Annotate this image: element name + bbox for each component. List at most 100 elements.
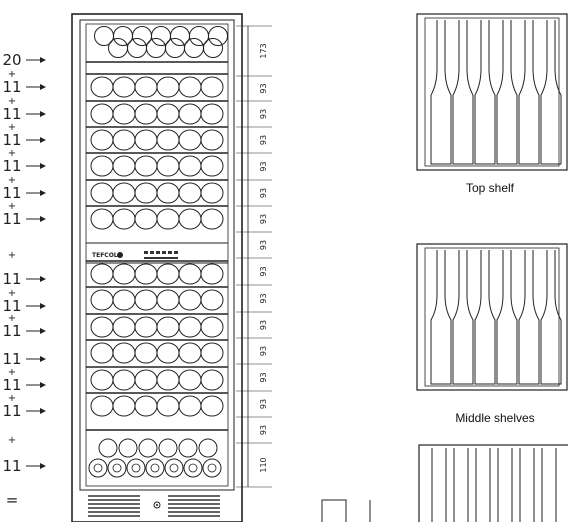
bottle-top-view bbox=[203, 38, 223, 58]
bottle-side-view bbox=[540, 250, 562, 385]
bottle-top-view bbox=[156, 103, 180, 125]
partial-bottle-drawing bbox=[321, 499, 347, 522]
dimension-value: 93 bbox=[259, 161, 268, 171]
plus-sign: + bbox=[8, 175, 16, 186]
count-value: 11 bbox=[2, 78, 21, 96]
count-value: = bbox=[6, 491, 19, 509]
bottle-top-view bbox=[90, 395, 114, 417]
count-label: +11 bbox=[2, 175, 46, 202]
bottle-top-view bbox=[134, 289, 158, 311]
bottle-top-view bbox=[156, 289, 180, 311]
bottle-neck-view bbox=[207, 463, 217, 473]
bottle-top-view bbox=[156, 263, 180, 285]
bottle-top-view bbox=[200, 369, 224, 391]
bottle-top-view bbox=[90, 208, 114, 230]
lock-icon bbox=[153, 501, 161, 509]
bottle-top-view bbox=[90, 76, 114, 98]
count-value: 11 bbox=[2, 131, 21, 149]
bottle-top-view bbox=[112, 342, 136, 364]
bottle-top-view bbox=[178, 263, 202, 285]
control-panel: TEFCOLD bbox=[92, 251, 178, 259]
bottle-top-view bbox=[178, 129, 202, 151]
bottle-side-view bbox=[474, 250, 496, 385]
bottle-top-view bbox=[156, 369, 180, 391]
count-label: +11 bbox=[2, 148, 46, 175]
bottle-top-view bbox=[134, 369, 158, 391]
vent-grille bbox=[88, 495, 220, 517]
bottle-side-view bbox=[430, 250, 452, 385]
dimension-value: 93 bbox=[259, 135, 268, 145]
bottle-top-view bbox=[208, 26, 228, 46]
bottle-top-view bbox=[146, 38, 166, 58]
count-label: 20 bbox=[2, 51, 46, 69]
bottle-top-view bbox=[156, 129, 180, 151]
dimension-value: 110 bbox=[259, 457, 268, 472]
bottle-top-view bbox=[90, 369, 114, 391]
bottle-top-view bbox=[90, 316, 114, 338]
bottle-top-view bbox=[134, 182, 158, 204]
bottle-top-view bbox=[134, 316, 158, 338]
bottle-top-view bbox=[134, 155, 158, 177]
arrow-head-icon bbox=[40, 303, 46, 309]
count-label: +11 bbox=[2, 69, 46, 96]
bottle-top-view bbox=[198, 438, 218, 458]
bottle-top-view bbox=[200, 182, 224, 204]
arrow-head-icon bbox=[40, 216, 46, 222]
bottle-top-view bbox=[178, 369, 202, 391]
shelf-detail-drawings bbox=[321, 13, 568, 522]
bottle-top-view bbox=[156, 182, 180, 204]
bottle-side-view bbox=[518, 20, 540, 165]
bottle-top-view bbox=[112, 155, 136, 177]
count-label: +11 bbox=[2, 201, 46, 228]
bottle-top-view bbox=[200, 76, 224, 98]
arrow-head-icon bbox=[40, 190, 46, 196]
count-label: + bbox=[8, 435, 16, 446]
bottle-top-view bbox=[90, 129, 114, 151]
count-value: 11 bbox=[2, 157, 21, 175]
bottle-top-view bbox=[90, 155, 114, 177]
plus-sign: + bbox=[8, 69, 16, 80]
bottle-top-view bbox=[108, 38, 128, 58]
bottle-top-view bbox=[107, 458, 127, 478]
lock-keyhole-icon bbox=[156, 504, 158, 506]
bottle-top-view bbox=[178, 76, 202, 98]
dimension-value: 93 bbox=[259, 293, 268, 303]
plus-sign: + bbox=[8, 96, 16, 107]
count-label: +11 bbox=[2, 288, 46, 315]
bottle-top-view bbox=[178, 342, 202, 364]
plus-sign: + bbox=[8, 288, 16, 299]
bottle-neck-view bbox=[188, 463, 198, 473]
count-value: 11 bbox=[2, 297, 21, 315]
bottle-top-view bbox=[112, 76, 136, 98]
dimension-value: 93 bbox=[259, 83, 268, 93]
middle-shelf-drawing bbox=[416, 243, 568, 391]
display-buttons bbox=[144, 251, 178, 259]
dimension-value: 93 bbox=[259, 425, 268, 435]
bottle-top-view bbox=[112, 369, 136, 391]
count-label: + bbox=[8, 250, 16, 261]
bottle-top-view bbox=[112, 263, 136, 285]
plus-sign: + bbox=[8, 148, 16, 159]
count-value: 11 bbox=[2, 402, 21, 420]
plus-sign: + bbox=[8, 435, 16, 446]
arrow-head-icon bbox=[40, 463, 46, 469]
shelf-frame bbox=[416, 243, 568, 391]
bottle-neck-view bbox=[93, 463, 103, 473]
bottle-top-view bbox=[90, 289, 114, 311]
arrow-head-icon bbox=[40, 84, 46, 90]
bottle-top-view bbox=[118, 438, 138, 458]
bottle-top-view bbox=[178, 208, 202, 230]
bottle-top-view bbox=[112, 395, 136, 417]
count-value: 11 bbox=[2, 210, 21, 228]
bottle-top-view bbox=[134, 395, 158, 417]
bottle-top-view bbox=[183, 458, 203, 478]
cabinet bbox=[71, 13, 243, 522]
bottle-top-view bbox=[112, 289, 136, 311]
bottle-top-view bbox=[112, 208, 136, 230]
count-label: 11 bbox=[2, 350, 46, 368]
bottle-side-view bbox=[452, 20, 474, 165]
arrow-head-icon bbox=[40, 276, 46, 282]
dimension-value: 93 bbox=[259, 240, 268, 250]
bottle-top-view bbox=[156, 395, 180, 417]
